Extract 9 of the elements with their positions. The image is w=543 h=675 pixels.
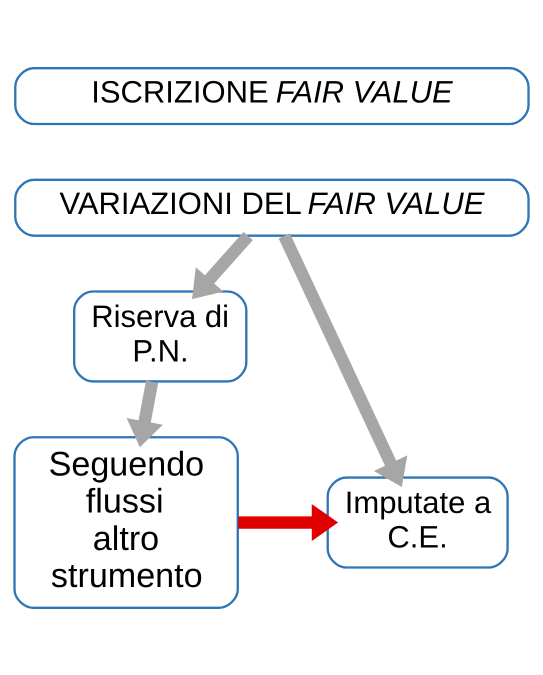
arrow [192,231,253,299]
arrow [278,232,408,487]
node-box: Imputate a C.E. [326,476,509,568]
node-box: VARIAZIONI DEL FAIR VALUE [14,178,530,236]
arrow [238,504,338,540]
node-box: Seguendo flussi altro strumento [13,436,239,608]
node-box: Riserva di P.N. [73,290,248,382]
arrow [126,380,163,447]
node-box: ISCRIZIONE FAIR VALUE [14,66,530,125]
